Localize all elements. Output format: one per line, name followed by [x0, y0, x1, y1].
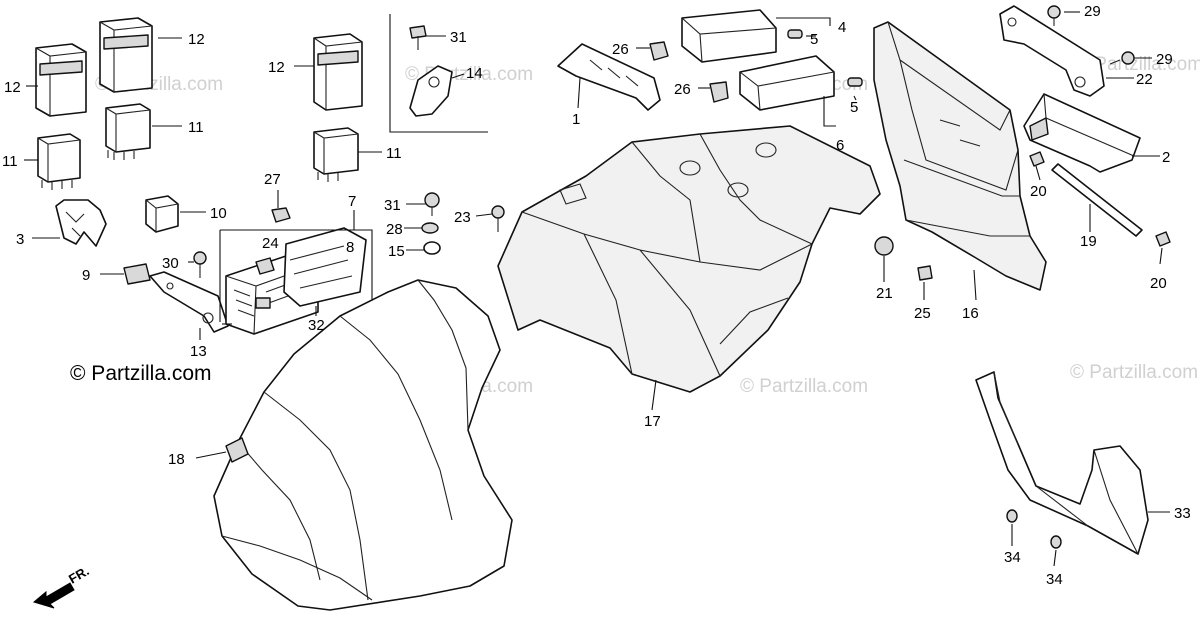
callout-29: 29: [1156, 51, 1173, 68]
bracket-22[interactable]: [999, 5, 1105, 97]
clip-20-lower[interactable]: [1155, 231, 1171, 247]
rear-fender-18[interactable]: [213, 279, 513, 611]
cushion-5-upper[interactable]: [787, 29, 803, 39]
leader-lines: [24, 11, 1170, 567]
callout-5: 5: [850, 99, 858, 116]
callout-14: 14: [466, 65, 483, 82]
box-bracket-7: [220, 229, 373, 330]
callout-26: 26: [674, 81, 691, 98]
callout-15: 15: [388, 243, 405, 260]
license-light-2[interactable]: [1023, 93, 1141, 173]
callout-2: 2: [1162, 149, 1170, 166]
bracket-13[interactable]: [149, 271, 229, 333]
fuse-cover-8[interactable]: [283, 227, 367, 307]
callout-26: 26: [612, 41, 629, 58]
front-arrow-icon: FR.: [32, 563, 92, 609]
callout-22: 22: [1136, 71, 1153, 88]
wire-bracket-1[interactable]: [557, 43, 661, 111]
callout-18: 18: [168, 451, 185, 468]
washer-34-right[interactable]: [1050, 535, 1062, 549]
callout-31: 31: [450, 29, 467, 46]
callout-3: 3: [16, 231, 24, 248]
clip-26-upper[interactable]: [649, 41, 669, 61]
relay-clip-3[interactable]: [55, 199, 107, 247]
clip-20-upper[interactable]: [1029, 151, 1045, 167]
screw-31-mid[interactable]: [424, 192, 440, 216]
callout-9: 9: [82, 267, 90, 284]
clip-26-lower[interactable]: [709, 81, 729, 103]
bolt-29-lower[interactable]: [1109, 51, 1135, 65]
callout-21: 21: [876, 285, 893, 302]
inner-fender-17[interactable]: [497, 125, 881, 393]
callout-20: 20: [1150, 275, 1167, 292]
callout-27: 27: [264, 171, 281, 188]
callout-4: 4: [838, 19, 846, 36]
relay-12-upper[interactable]: [99, 17, 153, 93]
clip-25[interactable]: [917, 265, 933, 281]
rear-panel-16[interactable]: [873, 21, 1047, 291]
callout-34: 34: [1046, 571, 1063, 588]
callout-32: 32: [308, 317, 325, 334]
watermark: © Partzilla.com: [740, 376, 868, 397]
screw-27[interactable]: [271, 207, 291, 223]
callout-11: 11: [386, 145, 402, 162]
callout-25: 25: [914, 305, 931, 322]
control-unit-4[interactable]: [681, 9, 777, 63]
watermark: © Partzilla.com: [1075, 54, 1200, 75]
callout-5: 5: [810, 31, 818, 48]
callout-33: 33: [1174, 505, 1191, 522]
unit-10[interactable]: [145, 195, 179, 233]
control-unit-6[interactable]: [739, 55, 835, 111]
cap-21[interactable]: [874, 236, 894, 256]
callout-11: 11: [2, 153, 18, 170]
callout-23: 23: [454, 209, 471, 226]
callout-10: 10: [210, 205, 227, 222]
fuse-24[interactable]: [255, 257, 275, 275]
callout-31: 31: [384, 197, 401, 214]
screw-31-top[interactable]: [409, 25, 427, 50]
side-cover-33[interactable]: [975, 371, 1149, 555]
callout-6: 6: [836, 137, 844, 154]
bolt-29-upper[interactable]: [1047, 5, 1061, 26]
screw-30[interactable]: [193, 251, 207, 278]
callout-34: 34: [1004, 549, 1021, 566]
relay-12-center[interactable]: [313, 33, 363, 111]
copyright-text: © Partzilla.com: [70, 362, 212, 385]
strip-19[interactable]: [1051, 163, 1143, 237]
callout-13: 13: [190, 343, 207, 360]
callout-20: 20: [1030, 183, 1047, 200]
callout-1: 1: [572, 111, 580, 128]
washer-28[interactable]: [421, 222, 439, 234]
callout-labels: 12 12 11 11 12 11 10 3 9 30 13 27 7 24 8…: [2, 3, 1191, 588]
connector-9[interactable]: [123, 263, 151, 285]
washer-34-left[interactable]: [1006, 509, 1018, 523]
relay-12-left[interactable]: [35, 43, 87, 117]
callout-12: 12: [268, 59, 285, 76]
callout-12: 12: [188, 31, 205, 48]
callout-17: 17: [644, 413, 661, 430]
callout-16: 16: [962, 305, 979, 322]
nut-15[interactable]: [423, 241, 441, 255]
callout-12: 12: [4, 79, 21, 96]
callout-28: 28: [386, 221, 403, 238]
callout-29: 29: [1084, 3, 1101, 20]
relay-11-upper[interactable]: [105, 103, 151, 160]
callout-8: 8: [346, 239, 354, 256]
group-bracket-14: [389, 14, 488, 133]
callout-30: 30: [162, 255, 179, 272]
screw-23[interactable]: [491, 205, 505, 232]
callout-7: 7: [348, 193, 356, 210]
relay-11-center[interactable]: [313, 127, 359, 182]
watermark: © Partzilla.com: [1070, 362, 1198, 383]
relay-11-left[interactable]: [37, 133, 81, 190]
callout-11: 11: [188, 119, 204, 136]
cushion-5-lower[interactable]: [847, 77, 863, 87]
callout-24: 24: [262, 235, 279, 252]
bracket-14[interactable]: [409, 65, 453, 117]
callout-19: 19: [1080, 233, 1097, 250]
